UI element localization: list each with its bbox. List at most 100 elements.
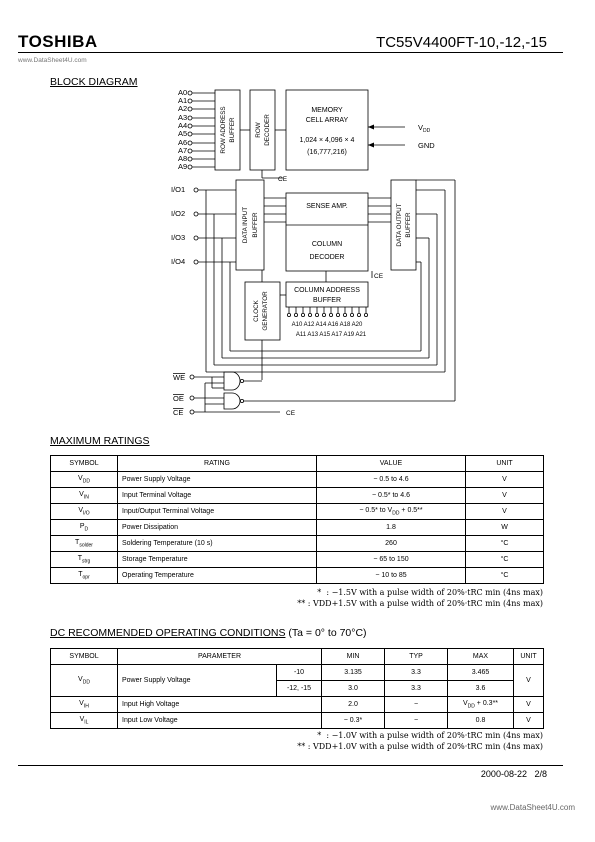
column-decoder-label-1: COLUMN [312,241,342,248]
col-typ: TYP [384,648,448,665]
row-address-buffer-label-2: BUFFER [229,117,236,143]
clock-generator-label-2: GENERATOR [262,291,269,331]
pin-a4: A4 [178,121,187,130]
watermark-top: www.DataSheet4U.com [18,57,87,64]
value-cell: 1.8 [316,519,466,536]
unit-cell: °C [465,535,544,552]
rating-cell: Storage Temperature [117,551,317,568]
row-address-buffer-box [214,89,241,171]
address-pin-dots [187,90,193,170]
pin-a5: A5 [178,129,187,138]
footer-rule [18,765,563,766]
table-row: VDD Power Supply Voltage − 0.5 to 4.6 V [50,471,544,488]
rating-cell: Soldering Temperature (10 s) [117,535,317,552]
max-ratings-note-1: * : −1.5V with a pulse width of 20%·tRC … [317,588,543,597]
max-ratings-title: MAXIMUM RATINGS [50,435,150,447]
col-rating: RATING [117,455,317,472]
typ-cell: − [384,696,448,713]
block-diagram: A0 A1 A2 A3 A4 A5 A6 A7 A8 A9 I/O1 I/O2 … [171,88,456,417]
unit-cell: °C [465,567,544,584]
parameter-cell: Power Supply Voltage [117,664,277,697]
col-symbol: SYMBOL [50,455,118,472]
pin-io1: I/O1 [171,185,185,194]
typ-cell: 3.3 [384,680,448,697]
value-cell: − 0.5* to VDD + 0.5** [316,503,466,520]
parameter-cell: Input High Voltage [117,696,322,713]
col-unit: UNIT [513,648,544,665]
unit-cell: W [465,519,544,536]
data-input-buffer-box [235,179,265,271]
dc-conditions-table: SYMBOL PARAMETER MIN TYP MAX UNIT VDD Po… [50,648,544,729]
value-cell: − 0.5 to 4.6 [316,471,466,488]
unit-cell: V [465,471,544,488]
brand-logo: TOSHIBA [18,32,98,51]
data-output-buffer-label-1: DATA OUTPUT [396,203,403,246]
min-cell: − 0.3* [321,712,385,729]
table-row: -12, -15 3.0 3.3 3.6 [51,680,544,697]
max-cell: VDD + 0.3** [447,696,514,713]
table-row: VDD Power Supply Voltage -10 3.135 3.3 3… [50,664,544,697]
footer-date-page: 2000-08-22 2/8 [480,769,547,779]
table-row: VI/O Input/Output Terminal Voltage − 0.5… [50,503,544,520]
data-bus-lines [264,197,391,223]
symbol-cell: VIN [50,487,118,504]
data-input-buffer-label-1: DATA INPUT [242,207,249,243]
table-row: VIL Input Low Voltage − 0.3* − 0.8 V [50,712,544,729]
col-max: MAX [447,648,514,665]
memory-cell-array-box [285,89,369,171]
symbol-cell: VIL [50,712,118,729]
column-address-pins [286,307,368,317]
parameter-cell: Input Low Voltage [117,712,322,729]
symbol-cell: Topr [50,567,118,584]
col-symbol: SYMBOL [50,648,118,665]
row-decoder-label-2: DECODER [264,114,271,146]
dc-note-1: * : −1.0V with a pulse width of 20%·tRC … [317,731,543,740]
unit-cell: V [465,503,544,520]
col-value: VALUE [316,455,466,472]
variant-cell: -12, -15 [276,680,322,697]
min-cell: 3.0 [321,680,385,697]
data-output-buffer-label-2: BUFFER [405,212,412,238]
block-diagram-title: BLOCK DIAGRAM [50,76,138,88]
rating-cell: Input/Output Terminal Voltage [117,503,317,520]
pin-io2: I/O2 [171,209,185,218]
column-decoder-label-2: DECODER [309,254,344,261]
oe-pin: OE [173,394,184,403]
arrow-heads [368,124,374,148]
vdd-arrow-icon [368,124,374,130]
data-input-buffer-label-2: BUFFER [252,212,259,238]
ce-row-label: CE [278,176,288,183]
control-inputs [189,179,456,415]
symbol-cell: VIH [50,696,118,713]
col-min: MIN [321,648,385,665]
pin-a3: A3 [178,113,187,122]
memory-array-size: 1,024 × 4,096 × 4 [300,137,355,144]
variant-cell: -10 [276,664,322,681]
rating-cell: Input Terminal Voltage [117,487,317,504]
clock-generator-box [244,281,281,341]
unit-cell: V [513,712,544,729]
ce-output-label: CE [286,410,296,417]
symbol-cell: VDD [50,471,118,488]
pin-a1: A1 [178,96,187,105]
pin-a6: A6 [178,138,187,147]
data-output-buffer-box [390,179,417,271]
table-header-row: SYMBOL PARAMETER MIN TYP MAX UNIT [50,648,544,665]
value-cell: − 10 to 85 [316,567,466,584]
sense-amp-column-decoder-box [285,192,369,272]
column-address-buffer-label-1: COLUMN ADDRESS [294,287,360,294]
dc-title: DC RECOMMENDED OPERATING CONDITIONS (Ta … [50,627,367,639]
ce-column-label: CE [374,273,384,280]
vdd-label: VDD [418,123,431,134]
pin-a2: A2 [178,104,187,113]
pin-a9: A9 [178,162,187,171]
dc-note-2: ** : VDD+1.0V with a pulse width of 20%·… [297,742,543,751]
column-address-buffer-label-2: BUFFER [313,297,341,304]
pin-a0: A0 [178,88,187,97]
rating-cell: Operating Temperature [117,567,317,584]
row-address-buffer-label-1: ROW ADDRESS [220,106,227,153]
max-cell: 0.8 [447,712,514,729]
sense-amp-label: SENSE AMP. [306,203,348,210]
column-address-buffer-box [285,281,369,308]
rating-cell: Power Dissipation [117,519,317,536]
